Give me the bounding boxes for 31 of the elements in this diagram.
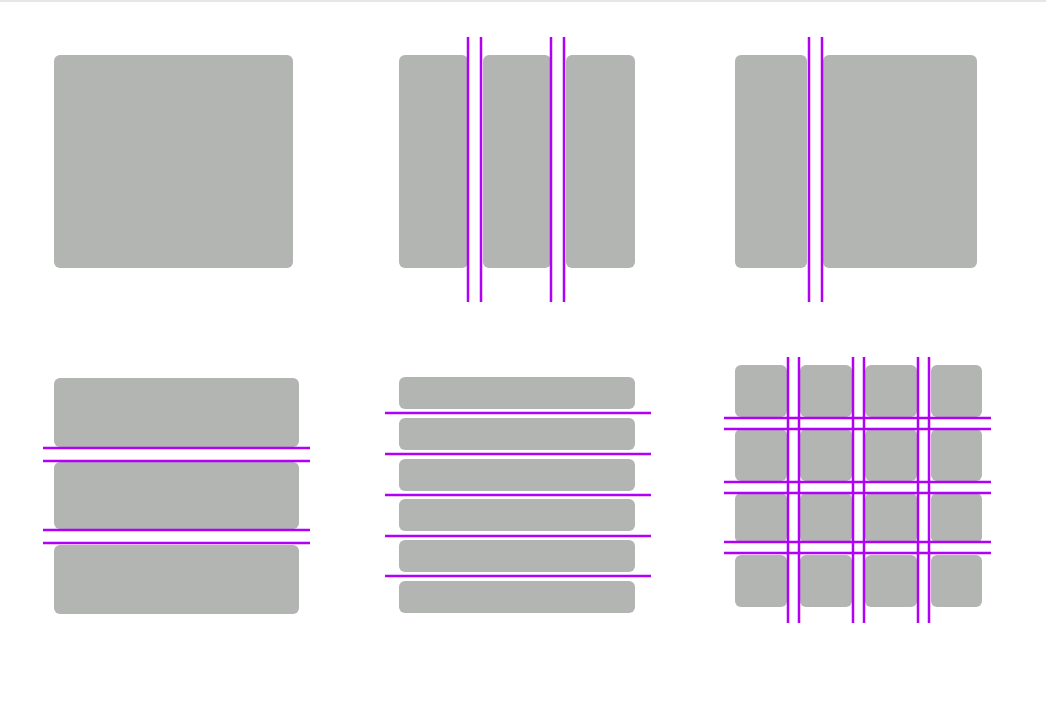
content-block <box>931 555 982 607</box>
content-block <box>865 365 917 417</box>
content-block <box>399 418 635 450</box>
content-block <box>800 493 852 543</box>
content-block <box>931 429 982 481</box>
content-block <box>800 555 852 607</box>
content-block <box>800 429 852 481</box>
content-block <box>399 377 635 409</box>
content-block <box>735 493 787 543</box>
content-block <box>54 545 299 614</box>
content-block <box>800 365 852 417</box>
content-block <box>735 365 787 417</box>
content-block <box>399 459 635 491</box>
content-block <box>399 540 635 572</box>
content-block <box>735 555 787 607</box>
content-block <box>54 55 293 268</box>
content-block <box>54 462 299 529</box>
content-block <box>735 429 787 481</box>
content-block <box>399 499 635 531</box>
content-block <box>865 555 917 607</box>
content-block <box>931 365 982 417</box>
content-block <box>865 493 917 543</box>
content-block <box>399 581 635 613</box>
content-block <box>54 378 299 447</box>
content-block <box>399 55 468 268</box>
content-block <box>865 429 917 481</box>
content-block <box>483 55 551 268</box>
content-block <box>735 55 807 268</box>
content-block <box>566 55 635 268</box>
content-block <box>823 55 977 268</box>
content-block <box>931 493 982 543</box>
